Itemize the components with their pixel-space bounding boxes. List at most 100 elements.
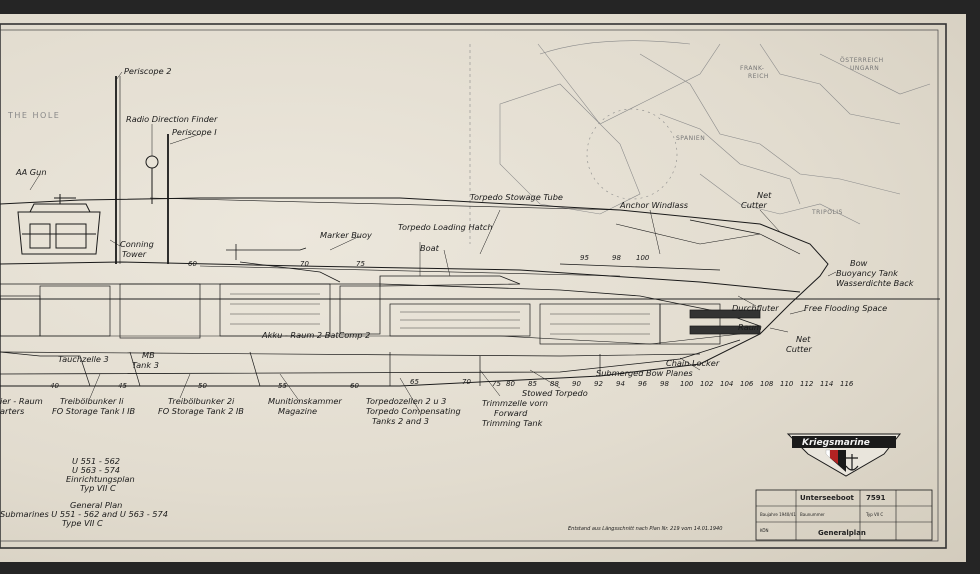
frame-number: 50 xyxy=(198,382,207,390)
label-quarters-left: arters xyxy=(0,406,25,416)
label-chain-locker: Chain Locker xyxy=(666,358,720,368)
frame-number: 55 xyxy=(278,382,287,390)
footnote: Entstand aus Längsschnitt nach Plan Nr. … xyxy=(568,526,722,532)
label-treiboel-2b: FO Storage Tank 2 IB xyxy=(158,406,244,416)
frame-number: 98 xyxy=(612,254,621,262)
emblem-text: Kriegsmarine xyxy=(802,438,870,448)
frame-number: 70 xyxy=(462,378,471,386)
top-frame-numbers: 60 70 75 95 98 100 xyxy=(188,254,650,268)
frame-number: 100 xyxy=(636,254,650,262)
frame-number: 114 xyxy=(820,380,833,388)
frame-number: 100 xyxy=(680,380,694,388)
plan-typ: Typ VII C xyxy=(80,483,116,493)
frame-number: 60 xyxy=(188,260,197,268)
label-raum-left: ier - Raum xyxy=(0,396,43,406)
label-treiboel-2a: Treibölbunker 2i xyxy=(168,396,235,406)
frame-number: 75 xyxy=(356,260,365,268)
conning-tower xyxy=(17,194,101,255)
plan-u-range-1: U 551 - 562 xyxy=(72,456,120,466)
frame-number: 116 xyxy=(840,380,854,388)
label-munitionskammer: Munitionskammer xyxy=(268,396,342,406)
frame-number-row: 40 45 50 55 60 65 70 75 80 85 88 90 92 9… xyxy=(50,378,854,390)
plan-u-range-2: U 563 - 574 xyxy=(72,465,120,475)
frame-number: 112 xyxy=(800,380,814,388)
frame-number: 96 xyxy=(638,380,647,388)
label-torpedo-stowage-tube: Torpedo Stowage Tube xyxy=(470,192,563,202)
blueprint-paper: FRANK- REICH SPANIEN ÖSTERREICH UNGARN T… xyxy=(0,14,966,562)
label-stowed-torpedo: Stowed Torpedo xyxy=(522,388,588,398)
label-trimmzelle-3: Trimming Tank xyxy=(482,418,544,428)
submarine-hull xyxy=(0,197,829,387)
anchor-icon xyxy=(845,454,859,471)
internal-compartments xyxy=(0,283,761,387)
plan-einrichtungsplan: Einrichtungsplan xyxy=(66,474,135,484)
label-mb-1: MB xyxy=(142,350,155,360)
title-block-small: Typ VII C xyxy=(865,512,883,517)
frame-number: 75 xyxy=(492,380,501,388)
frame-number: 104 xyxy=(720,380,733,388)
title-block-small: Baujahre 1940/41 xyxy=(760,512,796,517)
label-torpedozellen-1: Torpedozellen 2 u 3 xyxy=(366,396,446,406)
label-net-cutter-bot-2: Cutter xyxy=(786,344,812,354)
kriegsmarine-emblem: Kriegsmarine xyxy=(786,433,902,477)
uboot-blueprint-drawing: FRANK- REICH SPANIEN ÖSTERREICH UNGARN T… xyxy=(0,23,947,549)
europe-map xyxy=(469,40,931,244)
label-net-cutter-top-1: Net xyxy=(757,190,772,200)
label-free-flooding-space: Free Flooding Space xyxy=(804,303,887,313)
frame-number: 102 xyxy=(700,380,714,388)
label-torpedozellen-2: Torpedo Compensating xyxy=(366,406,461,416)
frame-number: 85 xyxy=(528,380,537,388)
hole-text: THE HOLE xyxy=(7,111,60,120)
label-submerged-bow-planes: Submerged Bow Planes xyxy=(596,368,693,378)
title-block-small: KÖN xyxy=(760,528,769,533)
frame-number: 98 xyxy=(660,380,669,388)
plan-type: Type VII C xyxy=(62,518,103,528)
frame-number: 95 xyxy=(580,254,589,262)
label-trimmzelle-2: Forward xyxy=(494,408,528,418)
label-trimmzelle-1: Trimmzelle vorn xyxy=(482,398,548,408)
frame-number: 92 xyxy=(594,380,603,388)
label-bow-buoyancy-3: Wasserdichte Back xyxy=(836,278,915,288)
frame-number: 108 xyxy=(760,380,774,388)
frame-number: 45 xyxy=(118,382,127,390)
frame-number: 40 xyxy=(50,382,59,390)
label-torpedo-loading-hatch: Torpedo Loading Hatch xyxy=(398,222,493,232)
map-label-spanien: SPANIEN xyxy=(676,135,705,142)
title-block-name: Unterseeboot xyxy=(800,494,855,502)
outer-border xyxy=(0,23,947,549)
label-aa-gun: AA Gun xyxy=(15,167,47,177)
map-label-frankreich-2: REICH xyxy=(748,73,769,80)
frame-number: 60 xyxy=(350,382,359,390)
label-net-cutter-top-2: Cutter xyxy=(741,200,767,210)
plan-submarines: Submarines U 551 - 562 and U 563 - 574 xyxy=(0,509,168,519)
frame-number: 110 xyxy=(780,380,794,388)
map-label-tripolis: TRIPOLIS xyxy=(811,209,843,216)
label-tauchzelle: Tauchzelle 3 xyxy=(58,354,109,364)
map-label-frankreich-1: FRANK- xyxy=(740,65,764,72)
frame-number: 94 xyxy=(616,380,625,388)
label-mb-2: Tank 3 xyxy=(132,360,159,370)
frame-number: 70 xyxy=(300,260,309,268)
label-bow-buoyancy-2: Buoyancy Tank xyxy=(836,268,899,278)
label-radio-direction-finder: Radio Direction Finder xyxy=(126,114,218,124)
leader-lines xyxy=(29,71,837,413)
label-conning-tower-1: Conning xyxy=(120,239,154,249)
label-boat: Boat xyxy=(420,243,440,253)
label-treiboel-1b: FO Storage Tank I IB xyxy=(52,406,136,416)
label-net-cutter-bot-1: Net xyxy=(796,334,811,344)
title-block-title: Generalplan xyxy=(818,529,866,537)
frame-number: 88 xyxy=(550,380,559,388)
label-treiboel-1a: Treibölbunker Ii xyxy=(60,396,124,406)
periscopes xyxy=(115,76,169,264)
label-akku-raum: Akku - Raum 2 BatComp 2 xyxy=(261,330,370,340)
label-anchor-windlass: Anchor Windlass xyxy=(619,200,689,210)
label-raum: Raum xyxy=(738,322,762,332)
label-periscope-2: Periscope 2 xyxy=(124,66,171,76)
label-conning-tower-2: Tower xyxy=(122,249,147,259)
title-block-small: Baunummer xyxy=(800,512,825,517)
map-label-oesterreich: ÖSTERREICH xyxy=(840,57,884,64)
title-block: Unterseeboot 7591 Baujahre 1940/41 Typ V… xyxy=(755,489,933,541)
frame-number: 80 xyxy=(506,380,515,388)
deck-details xyxy=(149,197,801,287)
map-label-ungarn: UNGARN xyxy=(850,65,879,72)
